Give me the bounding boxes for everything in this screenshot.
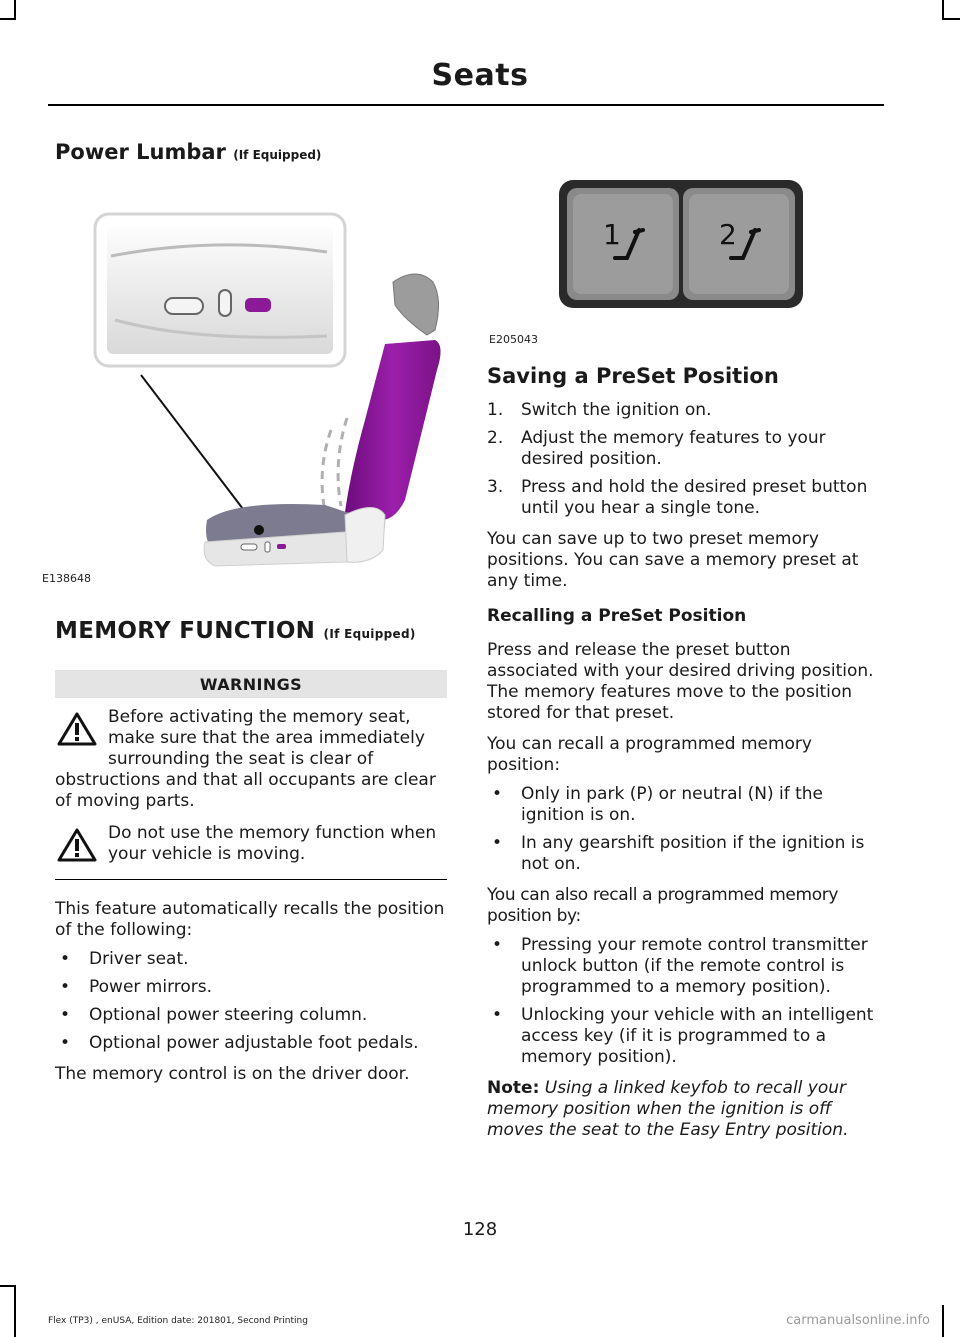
page-title: Seats (431, 58, 529, 93)
control-location-paragraph: The memory control is on the driver door… (55, 1064, 410, 1084)
seat-lumbar-figure: E138648 (42, 170, 447, 598)
bullet-marker: • (492, 833, 503, 853)
list-item: 1. Switch the ignition on. (487, 400, 883, 421)
warnings-header: WARNINGS (55, 670, 447, 698)
intro-paragraph: This feature automatically recalls the p… (55, 899, 445, 940)
list-item-text: Optional power adjustable foot pedals. (89, 1033, 419, 1053)
recalling-preset-heading: Recalling a PreSet Position (487, 606, 747, 626)
list-item-text: In any gearshift position if the ignitio… (521, 833, 865, 874)
bullet-marker: • (492, 1005, 503, 1025)
list-item-text: Driver seat. (89, 949, 189, 969)
list-item: 2. Adjust the memory features to your des… (487, 428, 883, 470)
right-column: 1 2 E205043 Saving a PreSet Position 1. S… (487, 140, 883, 1141)
warning-triangle-icon (57, 712, 97, 746)
bullet-marker: • (492, 784, 503, 804)
memory-function-heading: MEMORY FUNCTION (If Equipped) (55, 618, 447, 644)
recall-items-list: • Driver seat. • Power mirrors. • Optional … (55, 949, 447, 1054)
header-divider (48, 104, 884, 106)
list-item: • Optional power steering column. (55, 1005, 447, 1026)
crop-mark (0, 18, 16, 20)
saving-steps-list: 1. Switch the ignition on. 2. Adjust the m… (487, 400, 883, 519)
warnings-box: WARNINGS Before activating the memory se… (55, 670, 447, 880)
left-column: Power Lumbar (If Equipped) (42, 140, 447, 1085)
figure-code: E205043 (489, 333, 538, 346)
list-item: • Power mirrors. (55, 977, 447, 998)
warning-text-continued: obstructions and that all occupants are … (55, 770, 436, 811)
button-2-label: 2 (719, 218, 737, 251)
step-marker: 1. (487, 400, 504, 420)
crop-mark (14, 0, 16, 20)
memory-buttons-illustration: 1 2 (559, 180, 803, 308)
power-lumbar-heading: Power Lumbar (If Equipped) (55, 140, 447, 164)
memory-function-title: MEMORY FUNCTION (55, 618, 316, 644)
footer-edition: Flex (TP3) , enUSA, Edition date: 201801… (48, 1316, 308, 1326)
watermark: carmanualsonline.info (786, 1313, 930, 1328)
bullet-marker: • (492, 935, 503, 955)
list-item: • Pressing your remote control transmitte… (487, 935, 883, 998)
list-item: 3. Press and hold the desired preset butt… (487, 477, 883, 519)
list-item-text: Power mirrors. (89, 977, 213, 997)
recall-methods-list: • Pressing your remote control transmitte… (487, 935, 883, 1068)
memory-buttons-figure: 1 2 E205043 (487, 140, 883, 355)
warnings-bottom-rule (55, 879, 447, 880)
note-label: Note: (487, 1078, 540, 1098)
crop-mark (942, 18, 960, 20)
note-text: Using a linked keyfob to recall your mem… (487, 1078, 849, 1140)
button-1-label: 1 (603, 218, 621, 251)
list-item-text: Switch the ignition on. (521, 400, 712, 420)
list-item: • Driver seat. (55, 949, 447, 970)
list-item-text: Press and hold the desired preset button… (521, 477, 868, 518)
saving-preset-heading: Saving a PreSet Position (487, 364, 779, 388)
list-item-text: Adjust the memory features to your desir… (521, 428, 826, 469)
if-equipped-label: (If Equipped) (323, 627, 416, 641)
list-item: • Optional power adjustable foot pedals. (55, 1033, 447, 1054)
page-number: 128 (462, 1219, 498, 1240)
bullet-marker: • (60, 1005, 71, 1025)
list-item-text: Pressing your remote control transmitter… (521, 935, 868, 997)
bullet-marker: • (60, 949, 71, 969)
list-item: • Only in park (P) or neutral (N) if the … (487, 784, 883, 826)
warning-text: Do not use the memory function when your… (108, 823, 437, 864)
recall-conditions-list: • Only in park (P) or neutral (N) if the … (487, 784, 883, 875)
warning-triangle-icon (57, 828, 97, 862)
note-paragraph: Note: Using a linked keyfob to recall yo… (487, 1078, 883, 1141)
figure-code: E138648 (42, 572, 91, 585)
step-marker: 2. (487, 428, 504, 448)
crop-mark (14, 1285, 16, 1337)
crop-mark (942, 0, 944, 20)
list-item: • In any gearshift position if the igniti… (487, 833, 883, 875)
seat-illustration (93, 212, 441, 567)
warning-item: Do not use the memory function when your… (55, 823, 447, 865)
crop-mark (0, 1285, 16, 1287)
warning-item: Before activating the memory seat, make … (55, 707, 447, 812)
bullet-marker: • (60, 1033, 71, 1053)
list-item-text: Unlocking your vehicle with an intellige… (521, 1005, 874, 1067)
list-item-text: Only in park (P) or neutral (N) if the i… (521, 784, 824, 825)
bullet-marker: • (60, 977, 71, 997)
crop-mark (942, 1305, 944, 1337)
recall-when-paragraph: You can recall a programmed memory posit… (487, 734, 812, 775)
list-item: • Unlocking your vehicle with an intellig… (487, 1005, 883, 1068)
recall-description-paragraph: Press and release the preset button asso… (487, 640, 874, 723)
step-marker: 3. (487, 477, 504, 497)
recall-also-paragraph: You can also recall a programmed memory … (487, 885, 839, 926)
power-lumbar-title: Power Lumbar (55, 140, 226, 164)
save-capacity-paragraph: You can save up to two preset memory pos… (487, 529, 859, 591)
if-equipped-label: (If Equipped) (233, 148, 322, 162)
warning-text: Before activating the memory seat, make … (108, 707, 425, 769)
list-item-text: Optional power steering column. (89, 1005, 368, 1025)
